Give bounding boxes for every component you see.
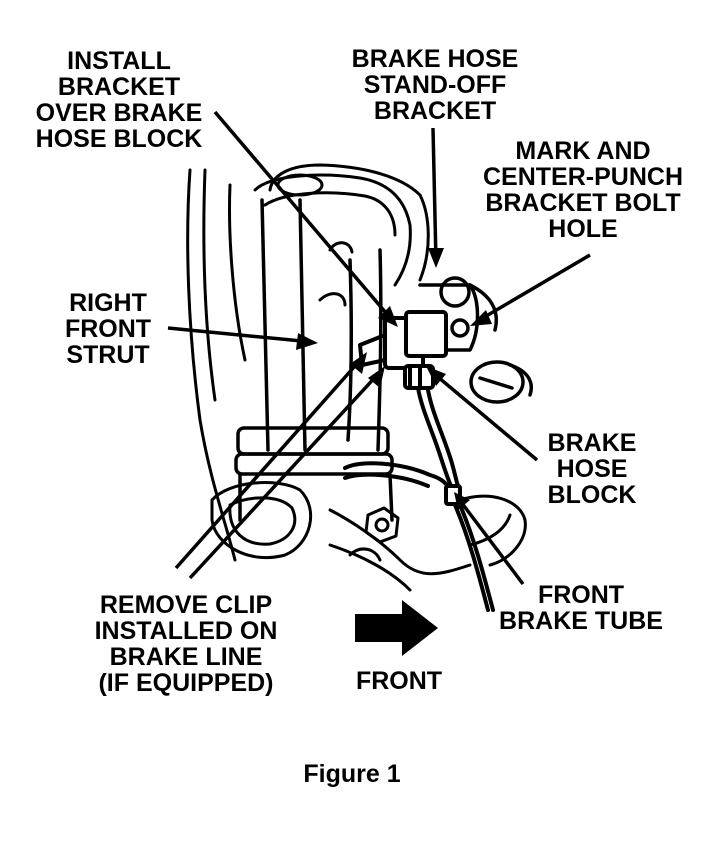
callout-mark-center-punch: MARK AND CENTER-PUNCH BRACKET BOLT HOLE — [483, 137, 683, 243]
leader-right-strut — [167, 326, 313, 344]
arrowhead-install-bracket — [378, 306, 398, 327]
leader-install-bracket — [213, 110, 394, 322]
inspection-plug — [469, 360, 533, 404]
arrowhead-mark-hole — [470, 310, 492, 326]
leader-front-brake-tube — [456, 496, 525, 586]
figure-caption: Figure 1 — [303, 760, 401, 788]
arrowhead-right-strut — [296, 333, 318, 350]
arrowhead-hose-block — [426, 366, 446, 386]
callout-brake-hose-block: BRAKE HOSE BLOCK — [547, 429, 637, 509]
leader-remove-clip-1 — [174, 356, 364, 570]
arrowhead-remove-clip-1 — [350, 352, 367, 374]
callout-standoff-bracket: BRAKE HOSE STAND-OFF BRACKET — [351, 45, 519, 125]
front-direction-arrow — [355, 600, 438, 656]
bracket-bolt-hole — [418, 276, 498, 352]
leader-remove-clip-2 — [188, 370, 382, 580]
arrowhead-remove-clip-2 — [368, 366, 385, 388]
leader-hose-block — [430, 370, 539, 462]
arrowhead-front-brake-tube — [454, 492, 470, 510]
callout-right-front-strut: RIGHT FRONT STRUT — [64, 289, 152, 369]
strut-upper-mount — [253, 163, 430, 307]
fender-contour — [186, 168, 247, 562]
brake-tube-line — [343, 386, 495, 612]
callout-remove-clip: REMOVE CLIP INSTALLED ON BRAKE LINE (IF … — [94, 591, 278, 697]
leader-arrowheads — [296, 248, 492, 510]
front-direction-label: FRONT — [355, 667, 443, 695]
hose-block-assembly — [358, 310, 448, 390]
leader-mark-hole — [475, 253, 591, 324]
lower-bolt — [348, 506, 400, 562]
leader-standoff-bracket — [431, 127, 438, 263]
callout-front-brake-tube: FRONT BRAKE TUBE — [499, 581, 663, 635]
leader-lines — [167, 110, 591, 586]
arrowhead-standoff-bracket — [428, 248, 444, 268]
callout-install-bracket: INSTALL BRACKET OVER BRAKE HOSE BLOCK — [35, 47, 203, 153]
